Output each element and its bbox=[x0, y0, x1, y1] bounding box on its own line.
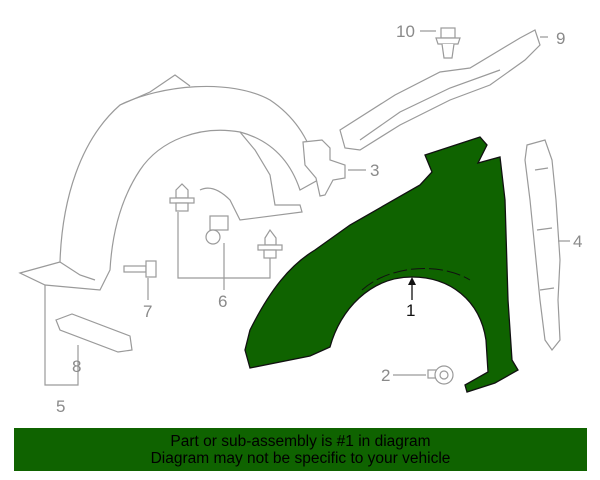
banner-line-1: Part or sub-assembly is #1 in diagram bbox=[170, 433, 431, 450]
bolt-part-7[interactable] bbox=[123, 260, 157, 278]
callout-1: 1 bbox=[406, 301, 416, 320]
bracket-part-9[interactable] bbox=[339, 29, 541, 151]
callout-9: 9 bbox=[556, 29, 566, 48]
clip-part-6a[interactable] bbox=[169, 183, 195, 212]
bracket-part-4[interactable] bbox=[524, 139, 561, 352]
info-banner: Part or sub-assembly is #1 in diagram Di… bbox=[14, 428, 587, 471]
callout-3: 3 bbox=[370, 161, 380, 180]
callout-2: 2 bbox=[381, 366, 391, 385]
callout-4: 4 bbox=[573, 232, 583, 251]
callout-7: 7 bbox=[143, 302, 153, 321]
callout-6: 6 bbox=[218, 292, 228, 311]
bracket-part-3[interactable] bbox=[302, 139, 346, 197]
banner-line-2: Diagram may not be specific to your vehi… bbox=[150, 450, 451, 467]
clip-part-10[interactable] bbox=[435, 27, 461, 59]
clip-part-6c[interactable] bbox=[257, 228, 283, 259]
callout-8: 8 bbox=[72, 357, 82, 376]
bolt-part-2[interactable] bbox=[427, 365, 454, 385]
callout-5: 5 bbox=[56, 397, 66, 416]
wheel-liner-part[interactable] bbox=[18, 85, 319, 291]
clip-part-6b[interactable] bbox=[205, 215, 229, 245]
fender-part-1[interactable] bbox=[244, 136, 519, 393]
bracket-part-8[interactable] bbox=[55, 313, 133, 353]
callout-10: 10 bbox=[396, 22, 415, 41]
